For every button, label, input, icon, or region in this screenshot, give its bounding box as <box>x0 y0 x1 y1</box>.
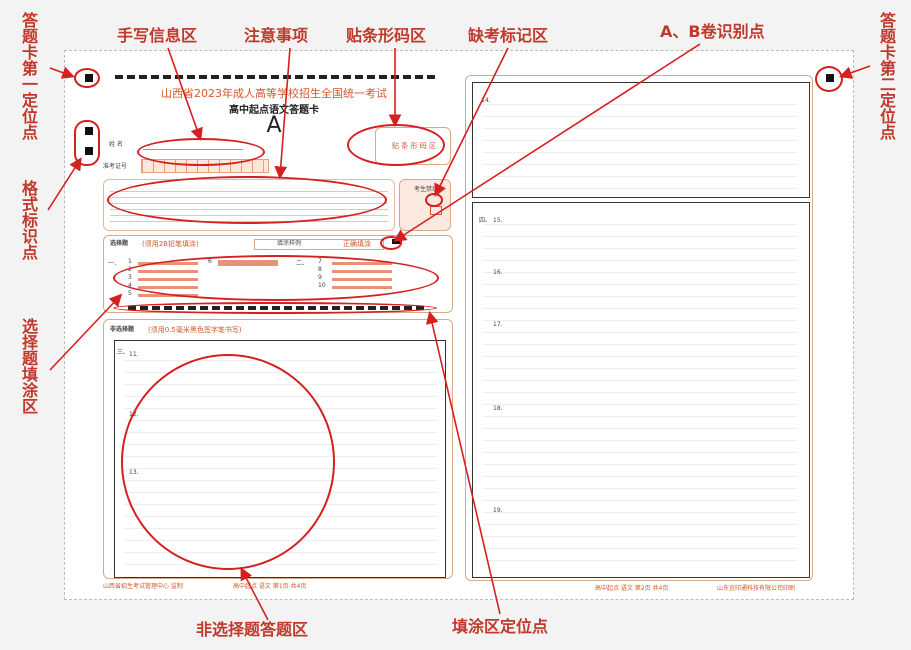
arrow-format-marker <box>47 157 82 211</box>
footer-left: 山西省招生考试管理中心 监制 <box>103 583 183 590</box>
footer-page-right: 高中起点 语文 第2页 共4页 <box>595 585 669 592</box>
section-four: 四、 <box>479 217 492 224</box>
oval-non-choice <box>121 354 335 570</box>
oval-second-position <box>815 66 843 92</box>
arrow-first-position <box>49 66 76 79</box>
label-notes: 注意事项 <box>244 26 309 45</box>
oval-format-marker <box>74 120 100 166</box>
top-timing-track <box>115 75 435 79</box>
fill-example-label: 填涂样例 <box>277 240 302 247</box>
question-17: 17. <box>493 321 503 328</box>
label-barcode-area: 贴条形码区 <box>346 26 427 45</box>
answer-lines <box>483 93 797 193</box>
correct-fill-label: 正确填涂 <box>343 240 371 248</box>
answer-lines <box>483 213 797 571</box>
choice-number: 5 <box>128 290 132 297</box>
oval-ab-marker <box>380 236 402 250</box>
label-format-marker: 格式标识点 <box>19 180 38 260</box>
label-second-position-point: 答题卡第二定位点 <box>877 12 896 140</box>
non-choice-note: (须用0.5毫米黑色签字笔书写) <box>148 326 242 334</box>
question-14: 14. <box>481 97 491 104</box>
exam-title: 山西省2023年成人高等学校招生全国统一考试 <box>161 87 387 100</box>
right-answer-frame-top[interactable]: 14. <box>472 82 810 198</box>
right-answer-frame-bottom[interactable]: 四、 15. 16. 17. 18. 19. <box>472 202 810 578</box>
right-page: 14. 四、 15. 16. 17. 18. 19. <box>465 75 813 581</box>
arrow-notes <box>274 47 291 180</box>
choice-number: 1 <box>128 258 132 265</box>
arrow-choice-area <box>49 293 123 371</box>
arrow-ab-marker <box>393 43 701 242</box>
label-fill-position-point: 填涂区定位点 <box>452 617 549 636</box>
choice-note: (须用2B铅笔填涂) <box>142 240 199 248</box>
format-mark-bottom <box>85 147 93 155</box>
arrow-fill-timing <box>425 310 501 615</box>
arrow-second-position <box>838 65 871 79</box>
name-label: 姓 名 <box>109 141 123 148</box>
section-three: 三、 <box>117 349 130 356</box>
oval-choice <box>113 255 439 301</box>
card-subtitle: 高中起点语文答题卡 <box>229 105 319 116</box>
label-ab-marker: A、B卷识别点 <box>660 22 765 41</box>
section-one: 一、 <box>108 260 121 267</box>
arrow-non-choice <box>240 567 269 621</box>
label-handwriting-area: 手写信息区 <box>117 26 198 45</box>
oval-absence <box>425 193 443 207</box>
question-11: 11. <box>129 351 139 358</box>
question-19: 19. <box>493 507 503 514</box>
question-15: 15. <box>493 217 503 224</box>
footer-page-left: 高中起点 语文 第1页 共4页 <box>233 583 307 590</box>
oval-notes <box>107 176 387 224</box>
footer-right: 山东宜印通科技有限公司印刷 <box>717 585 796 592</box>
label-choice-fill-area: 选择题填涂区 <box>19 318 38 414</box>
arrow-absence <box>434 47 509 197</box>
choice-title: 选择题 <box>110 240 129 247</box>
paper-type: A <box>266 113 282 138</box>
question-16: 16. <box>493 269 503 276</box>
question-18: 18. <box>493 405 503 412</box>
absence-title: 考生禁填 <box>413 186 438 193</box>
label-absence-mark-area: 缺考标记区 <box>468 26 549 45</box>
arrow-handwriting <box>167 47 203 142</box>
oval-fill-timing <box>113 302 437 314</box>
label-first-position-point: 答题卡第一定位点 <box>19 12 38 140</box>
label-non-choice-area: 非选择题答题区 <box>196 620 309 639</box>
non-choice-title: 非选择题 <box>110 326 135 333</box>
exam-number-label: 准考证号 <box>103 163 128 170</box>
